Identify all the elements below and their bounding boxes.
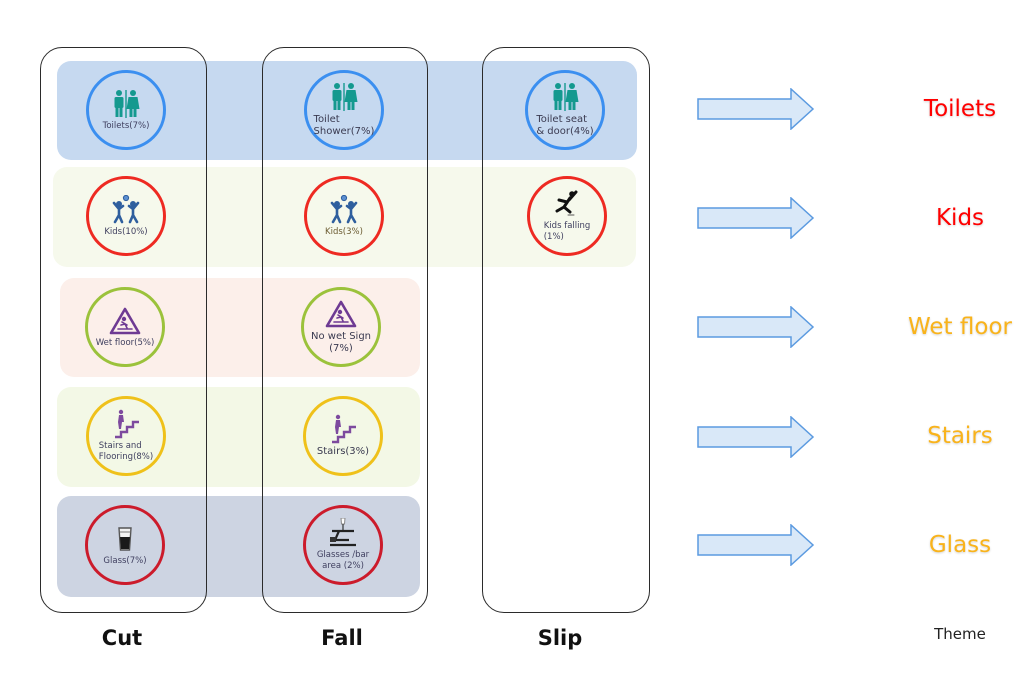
cell-label: Kids(3%): [325, 226, 363, 237]
arrow-right-icon: [697, 416, 815, 458]
column-label-cut: Cut: [101, 626, 143, 650]
arrow-right-icon: [697, 306, 815, 348]
cell-fall-stairs: Stairs(3%): [303, 396, 383, 476]
wet-floor-warning-icon: [109, 307, 141, 334]
theme-toilets: Toilets: [923, 96, 997, 122]
restroom-icon: [114, 89, 140, 118]
cell-fall-glass: Glasses /bar area (2%): [303, 505, 383, 585]
cell-cut-wet-floor: Wet floor(5%): [85, 287, 165, 367]
cell-label: Toilet seat & door(4%): [536, 114, 594, 137]
bar-glass-icon: [330, 518, 356, 547]
cell-label: Glasses /bar area (2%): [316, 550, 370, 571]
stairs-icon: [332, 414, 356, 444]
wet-floor-warning-icon: [325, 300, 357, 328]
cell-cut-glass: Glass(7%): [85, 505, 165, 585]
kids-playing-icon: [112, 194, 140, 223]
theme-caption: Theme: [934, 625, 986, 643]
kids-playing-icon: [330, 194, 358, 223]
column-label-slip: Slip: [537, 626, 583, 650]
theme-glass: Glass: [928, 532, 992, 558]
cell-slip-kids: Kids falling (1%): [527, 176, 607, 256]
arrow-right-icon: [697, 524, 815, 566]
cell-fall-wet-floor: No wet Sign (7%): [301, 287, 381, 367]
column-label-fall: Fall: [321, 626, 363, 650]
column-frame-fall: [262, 47, 428, 613]
column-frame-cut: [40, 47, 207, 613]
arrow-right-icon: [697, 197, 815, 239]
cell-cut-stairs: Stairs and Flooring(8%): [86, 396, 166, 476]
stairs-icon: [115, 409, 139, 439]
cell-label: Stairs(3%): [316, 446, 370, 457]
restroom-icon: [332, 83, 358, 111]
column-frame-slip: [482, 47, 650, 613]
cell-cut-kids: Kids(10%): [86, 176, 166, 256]
cell-label: Stairs and Flooring(8%): [98, 441, 154, 462]
cell-label: Wet floor(5%): [95, 337, 155, 348]
theme-kids: Kids: [935, 205, 985, 231]
cell-label: No wet Sign (7%): [310, 331, 372, 354]
arrow-right-icon: [697, 88, 815, 130]
restroom-icon: [553, 83, 579, 111]
cell-fall-kids: Kids(3%): [304, 176, 384, 256]
cell-label: Glass(7%): [103, 555, 147, 566]
cell-label: Kids falling (1%): [543, 221, 591, 242]
cell-cut-toilets: Toilets(7%): [86, 70, 166, 150]
cell-label: Kids(10%): [104, 226, 148, 237]
theme-wet-floor: Wet floor: [908, 314, 1012, 340]
glass-icon: [118, 526, 132, 551]
cell-fall-toilets: Toilet Shower(7%): [304, 70, 384, 150]
theme-stairs: Stairs: [927, 423, 993, 449]
cell-label: Toilet Shower(7%): [313, 114, 375, 137]
cell-slip-toilets: Toilet seat & door(4%): [525, 70, 605, 150]
cell-label: Toilets(7%): [102, 120, 150, 131]
person-falling-icon: [555, 190, 578, 216]
